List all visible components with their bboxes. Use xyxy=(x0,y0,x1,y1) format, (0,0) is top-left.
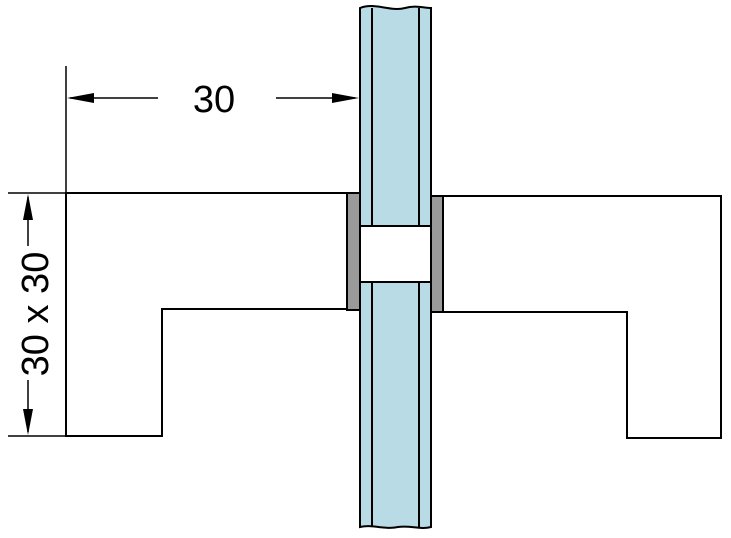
vertical-dimension-label: 30 x 30 xyxy=(15,252,57,377)
glass-panel-lower xyxy=(359,281,432,529)
glass-panel-upper xyxy=(359,5,432,227)
right-gasket xyxy=(430,195,444,313)
horizontal-dimension-label: 30 xyxy=(193,79,235,121)
arrow-down-icon xyxy=(23,409,33,435)
arrow-left-icon xyxy=(67,93,94,103)
arrow-right-icon xyxy=(332,93,359,103)
left-handle-profile xyxy=(65,192,347,437)
right-handle-profile xyxy=(443,195,722,439)
left-gasket xyxy=(346,192,361,311)
arrow-up-icon xyxy=(23,194,33,220)
